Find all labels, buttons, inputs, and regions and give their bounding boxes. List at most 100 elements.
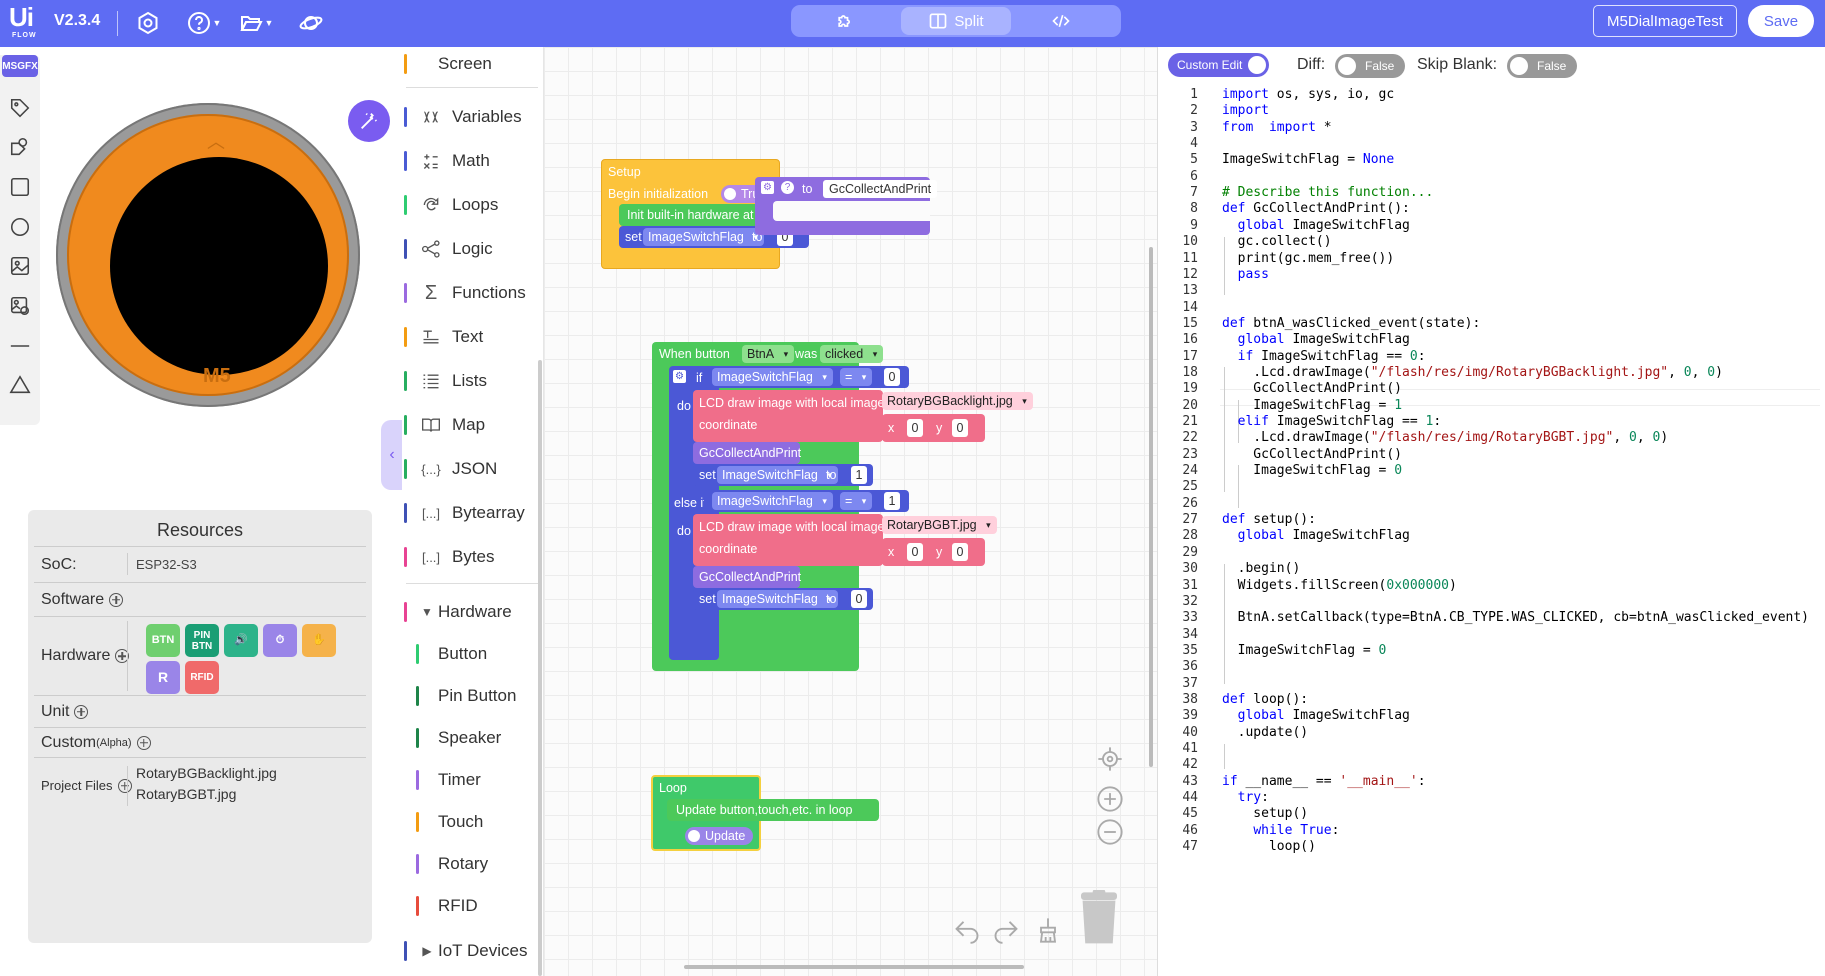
set-variable-block-2[interactable]: set ImageSwitchFlag to 0: [693, 588, 873, 610]
code-line[interactable]: loop(): [1222, 839, 1316, 855]
zoom-out-icon[interactable]: [1095, 817, 1125, 847]
project-file-item[interactable]: RotaryBGBT.jpg: [136, 786, 237, 802]
image-plus-icon[interactable]: [8, 294, 32, 318]
planet-icon[interactable]: [294, 9, 328, 37]
undo-icon[interactable]: [952, 915, 982, 945]
msgfx-badge[interactable]: MSGFX: [2, 55, 38, 77]
image-label-icon[interactable]: [8, 135, 32, 159]
edit-ui-button[interactable]: [348, 100, 390, 142]
code-line[interactable]: while True:: [1253, 822, 1340, 838]
hw-rfid-badge[interactable]: RFID: [185, 661, 219, 694]
code-line[interactable]: GcCollectAndPrint(): [1222, 446, 1403, 462]
code-line[interactable]: import: [1222, 103, 1269, 119]
project-file-item[interactable]: RotaryBGBacklight.jpg: [136, 765, 277, 781]
code-line[interactable]: global ImageSwitchFlag: [1237, 217, 1410, 233]
x-input[interactable]: 0: [907, 543, 923, 561]
code-line[interactable]: global ImageSwitchFlag: [1237, 708, 1410, 724]
lcd-draw-image-block-1[interactable]: LCD draw image with local image coordina…: [693, 390, 885, 442]
add-icon[interactable]: [74, 704, 89, 719]
code-line[interactable]: .Lcd.drawImage("/flash/res/img/RotaryBGB…: [1222, 430, 1669, 446]
save-button[interactable]: Save: [1748, 5, 1814, 37]
folder-menu[interactable]: ▼: [234, 9, 278, 37]
category-json[interactable]: {...}JSON: [402, 454, 544, 484]
code-line[interactable]: global ImageSwitchFlag: [1237, 528, 1410, 544]
code-line[interactable]: pass: [1237, 266, 1269, 282]
code-line[interactable]: .update(): [1222, 724, 1309, 740]
loop-block[interactable]: Loop Update button,touch,etc. in loop Up…: [651, 775, 879, 851]
code-line[interactable]: if ImageSwitchFlag == 0:: [1237, 348, 1426, 364]
hw-btn-badge[interactable]: BTN: [146, 624, 180, 657]
line-icon[interactable]: [8, 334, 32, 358]
lcd-draw-image-block-2[interactable]: LCD draw image with local image coordina…: [693, 514, 885, 566]
project-files-label[interactable]: Project Files: [41, 778, 132, 793]
condition-1[interactable]: ImageSwitchFlag = 0: [704, 366, 909, 388]
code-line[interactable]: gc.collect(): [1222, 234, 1332, 250]
y-input[interactable]: 0: [952, 543, 968, 561]
category-lists[interactable]: Lists: [402, 366, 544, 396]
variable-dropdown[interactable]: ImageSwitchFlag: [717, 466, 838, 484]
code-line[interactable]: Widgets.fillScreen(0x000000): [1222, 577, 1457, 593]
category-rotary[interactable]: Rotary: [402, 849, 544, 879]
add-icon[interactable]: [109, 592, 124, 607]
split-view-button[interactable]: Split: [901, 7, 1011, 35]
add-icon[interactable]: [117, 778, 132, 793]
collapse-panel-tab[interactable]: ‹: [381, 420, 403, 490]
redo-icon[interactable]: [991, 915, 1021, 945]
code-line[interactable]: ImageSwitchFlag = 0: [1222, 463, 1403, 479]
code-line[interactable]: def GcCollectAndPrint():: [1222, 201, 1410, 217]
code-line[interactable]: from import *: [1222, 119, 1332, 135]
action-dropdown[interactable]: clicked: [820, 345, 884, 363]
hardware-label[interactable]: Hardware: [41, 647, 130, 665]
add-icon[interactable]: [136, 735, 151, 750]
condition-2[interactable]: ImageSwitchFlag = 1: [704, 490, 909, 512]
code-line[interactable]: # Describe this function...: [1222, 185, 1434, 201]
code-line[interactable]: def btnA_wasClicked_event(state):: [1222, 315, 1481, 331]
skip-blank-toggle[interactable]: False: [1507, 54, 1577, 78]
category-timer[interactable]: Timer: [402, 765, 544, 795]
code-line[interactable]: .Lcd.drawImage("/flash/res/img/RotaryBGB…: [1222, 364, 1723, 380]
category-pin-button[interactable]: Pin Button: [402, 681, 544, 711]
help-menu[interactable]: ▼: [182, 9, 226, 37]
clean-icon[interactable]: [1033, 915, 1063, 945]
category-variables[interactable]: Variables: [402, 102, 544, 132]
function-name-input[interactable]: GcCollectAndPrint: [823, 180, 938, 198]
category-touch[interactable]: Touch: [402, 807, 544, 837]
image-dropdown[interactable]: RotaryBGBacklight.jpg: [882, 392, 1033, 410]
update-block[interactable]: Update button,touch,etc. in loop: [667, 799, 879, 821]
blocks-view-button[interactable]: [793, 7, 903, 35]
custom-edit-toggle[interactable]: Custom Edit: [1168, 53, 1269, 77]
number-input[interactable]: 0: [884, 368, 900, 386]
set-variable-block-1[interactable]: set ImageSwitchFlag to 1: [693, 464, 873, 486]
code-view-button[interactable]: [1009, 7, 1119, 35]
rectangle-icon[interactable]: [8, 175, 32, 199]
add-icon[interactable]: [115, 649, 130, 663]
category-hardware[interactable]: ▼Hardware: [402, 597, 544, 627]
code-line[interactable]: ImageSwitchFlag = 1: [1222, 397, 1403, 413]
code-line[interactable]: global ImageSwitchFlag: [1237, 332, 1410, 348]
category-map[interactable]: Map: [402, 410, 544, 440]
dial-screen[interactable]: [110, 157, 328, 375]
workspace-v-scrollbar[interactable]: [1149, 247, 1153, 767]
code-line[interactable]: def loop():: [1222, 691, 1309, 707]
software-label[interactable]: Software: [41, 591, 124, 609]
unit-row[interactable]: Unit: [34, 695, 366, 727]
category-bytearray[interactable]: [...]Bytearray: [402, 498, 544, 528]
hw-speaker-badge[interactable]: 🔊: [224, 624, 258, 657]
variable-dropdown[interactable]: ImageSwitchFlag: [712, 368, 833, 386]
code-line[interactable]: elif ImageSwitchFlag == 1:: [1237, 414, 1442, 429]
help-icon[interactable]: ?: [781, 181, 794, 194]
update-toggle[interactable]: Update: [685, 827, 754, 845]
code-line[interactable]: GcCollectAndPrint(): [1222, 381, 1403, 397]
variable-dropdown[interactable]: ImageSwitchFlag: [643, 228, 764, 246]
gear-icon[interactable]: ⚙: [761, 181, 774, 194]
project-name-field[interactable]: M5DialImageTest: [1593, 5, 1737, 37]
number-input[interactable]: 1: [884, 492, 900, 510]
category-text[interactable]: Text: [402, 322, 544, 352]
image-dropdown[interactable]: RotaryBGBT.jpg: [882, 516, 997, 534]
function-def-block[interactable]: ⚙ ? to GcCollectAndPrint: [755, 177, 938, 235]
unit-label[interactable]: Unit: [41, 703, 89, 721]
x-input[interactable]: 0: [907, 419, 923, 437]
category-bytes[interactable]: [...]Bytes: [402, 542, 544, 572]
